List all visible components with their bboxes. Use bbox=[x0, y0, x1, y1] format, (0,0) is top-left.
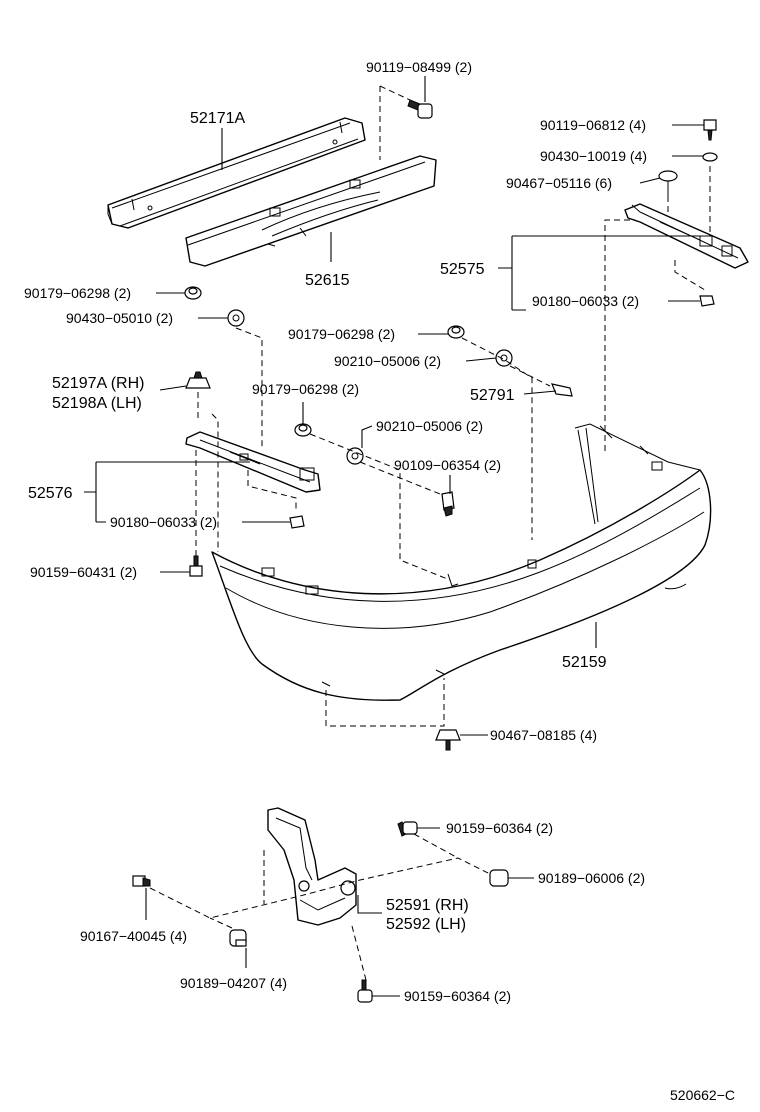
label-52171A: 52171A bbox=[190, 110, 245, 127]
diagram-code: 520662−C bbox=[670, 1087, 735, 1103]
label-52791: 52791 bbox=[470, 387, 515, 404]
label-90119-08499: 90119−08499 (2) bbox=[366, 59, 472, 75]
label-90430-10019: 90430−10019 (4) bbox=[540, 148, 647, 164]
label-90159-60364-a: 90159−60364 (2) bbox=[446, 820, 553, 836]
nut-90210-05006-b bbox=[346, 447, 364, 465]
reinforcement-52171A bbox=[107, 117, 366, 229]
screw-90167-40045 bbox=[132, 875, 151, 887]
bracket-52591-52592 bbox=[267, 807, 357, 926]
label-90180-06033-a: 90180−06033 (2) bbox=[532, 293, 639, 309]
label-90179-06298-b: 90179−06298 (2) bbox=[288, 326, 395, 342]
label-90180-06033-b: 90180−06033 (2) bbox=[110, 514, 217, 530]
clip-90467-08185 bbox=[435, 729, 461, 751]
clip-90179-06298-c bbox=[294, 423, 312, 437]
absorber-52615 bbox=[185, 155, 437, 267]
clip-90180-06033-a bbox=[699, 295, 715, 307]
clip-52197A bbox=[185, 371, 211, 389]
nut-90430-05010 bbox=[227, 309, 245, 327]
label-52576: 52576 bbox=[28, 485, 73, 502]
label-52159: 52159 bbox=[562, 654, 607, 671]
label-52197A: 52197A (RH) bbox=[52, 375, 145, 392]
screw-90159-60431 bbox=[189, 555, 203, 577]
label-90189-06006: 90189−06006 (2) bbox=[538, 870, 645, 886]
clip-90189-06006 bbox=[489, 869, 509, 887]
label-90167-40045: 90167−40045 (4) bbox=[80, 928, 187, 944]
label-90467-05116: 90467−05116 (6) bbox=[506, 175, 612, 191]
label-90210-05006-a: 90210−05006 (2) bbox=[334, 353, 441, 369]
label-52198A: 52198A (LH) bbox=[52, 395, 142, 412]
clip-90180-06033-b bbox=[289, 515, 305, 529]
label-90159-60364-b: 90159−60364 (2) bbox=[404, 988, 511, 1004]
clip-90189-04207 bbox=[229, 929, 247, 947]
bolt-90119-08499 bbox=[407, 99, 433, 119]
label-52592: 52592 (LH) bbox=[386, 916, 466, 933]
part-labels: 90119−08499 (2) 52171A 52615 90119−06812… bbox=[24, 59, 735, 1103]
clip-90179-06298-b bbox=[447, 325, 465, 339]
label-90210-05006-b: 90210−05006 (2) bbox=[376, 418, 483, 434]
label-90430-05010: 90430−05010 (2) bbox=[66, 310, 173, 326]
label-90109-06354: 90109−06354 (2) bbox=[394, 457, 501, 473]
leader-lines bbox=[84, 76, 705, 997]
label-90119-06812: 90119−06812 (4) bbox=[540, 117, 646, 133]
clip-90179-06298-a bbox=[184, 286, 202, 300]
label-90179-06298-c: 90179−06298 (2) bbox=[252, 381, 359, 397]
spacer-52791 bbox=[551, 383, 573, 397]
label-52575: 52575 bbox=[440, 261, 485, 278]
bumper-cover-52159 bbox=[211, 423, 712, 701]
label-52615: 52615 bbox=[305, 272, 350, 289]
clip-90467-05116 bbox=[658, 170, 678, 196]
label-90467-08185: 90467−08185 (4) bbox=[490, 727, 597, 743]
label-90159-60431: 90159−60431 (2) bbox=[30, 564, 137, 580]
screw-90159-60364-b bbox=[357, 979, 373, 1003]
label-90179-06298-a: 90179−06298 (2) bbox=[24, 285, 131, 301]
nut-90430-10019 bbox=[702, 152, 718, 162]
screw-90109-06354 bbox=[441, 491, 455, 517]
bolt-90119-06812 bbox=[703, 119, 717, 141]
label-90189-04207: 90189−04207 (4) bbox=[180, 975, 287, 991]
label-52591: 52591 (RH) bbox=[386, 897, 469, 914]
screw-90159-60364-a bbox=[397, 821, 418, 837]
